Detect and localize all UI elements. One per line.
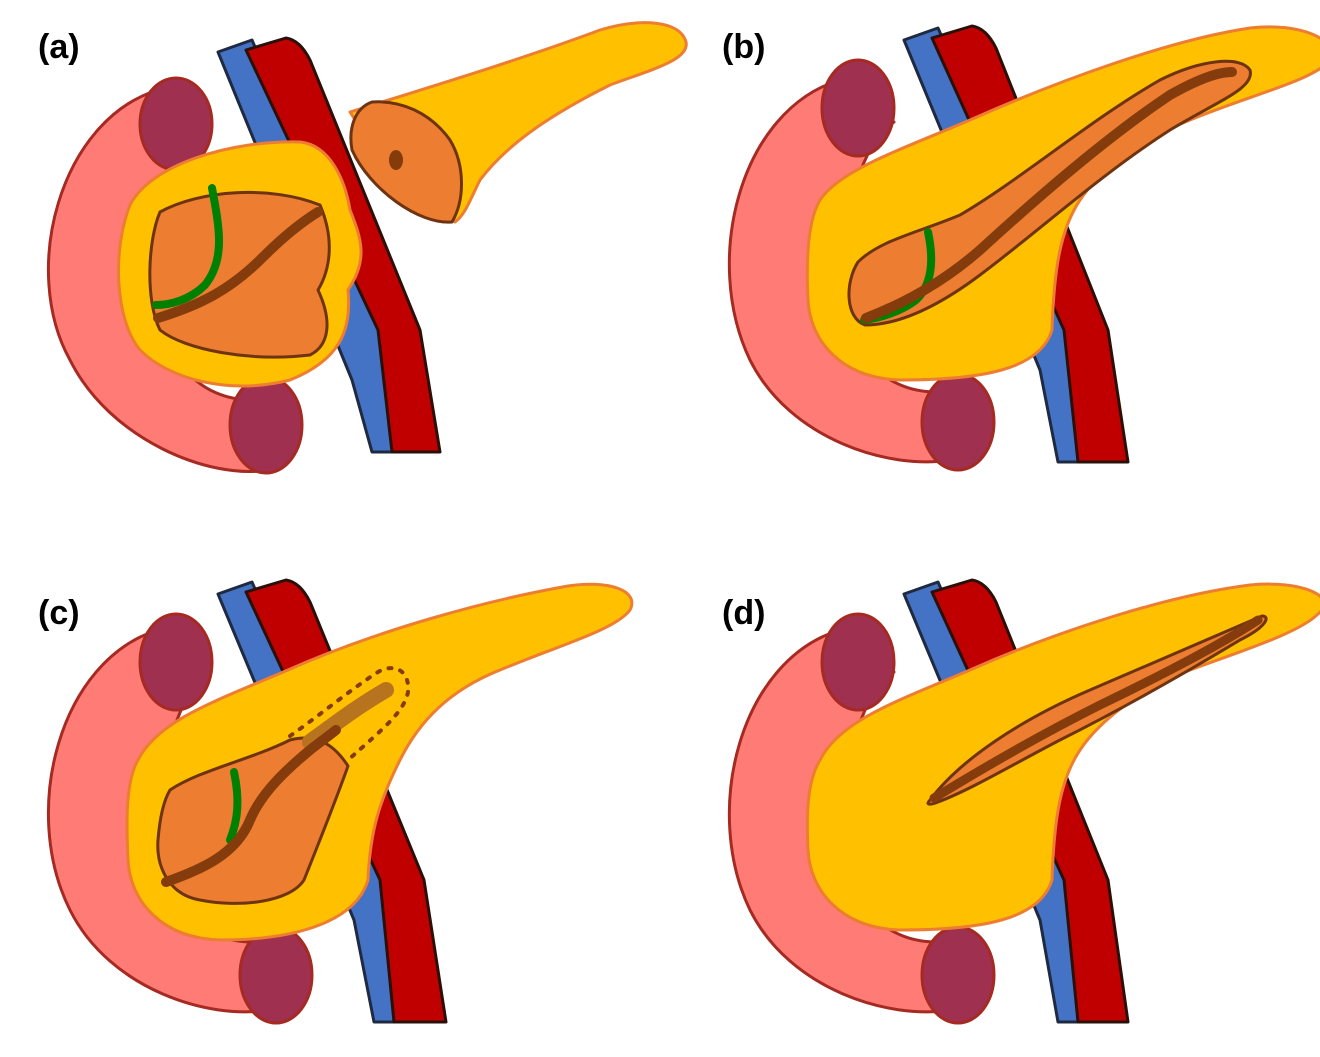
panel-label-b: (b) bbox=[722, 28, 765, 66]
main-pancreatic-duct bbox=[153, 207, 323, 323]
panel-label-a: (a) bbox=[38, 28, 80, 66]
bile-duct bbox=[226, 768, 242, 844]
panel-a: (a) bbox=[38, 21, 688, 475]
panel-b: (b) bbox=[722, 24, 1320, 472]
duodenal-opening-upper bbox=[820, 612, 896, 712]
panel-label-c: (c) bbox=[38, 594, 80, 632]
duodenal-opening-lower bbox=[920, 372, 996, 472]
tail-cut-surface bbox=[349, 100, 463, 224]
bile-duct bbox=[152, 184, 223, 309]
residual-duct bbox=[302, 682, 394, 750]
residual-duct-outline bbox=[288, 666, 411, 762]
duodenal-opening-lower bbox=[228, 375, 304, 475]
duodenal-opening-upper bbox=[138, 612, 214, 712]
duodenal-opening-lower bbox=[920, 925, 996, 1025]
main-pancreatic-duct bbox=[929, 615, 1263, 803]
main-pancreatic-duct bbox=[861, 67, 1237, 323]
main-pancreatic-duct bbox=[161, 725, 341, 887]
panel-c: (c) bbox=[38, 578, 634, 1025]
panel-label-d: (d) bbox=[722, 594, 765, 632]
duodenal-opening-lower bbox=[238, 925, 314, 1025]
panel-d: (d) bbox=[722, 578, 1320, 1025]
duodenal-opening-upper bbox=[820, 58, 896, 158]
tail-duct-lumen bbox=[389, 150, 403, 170]
